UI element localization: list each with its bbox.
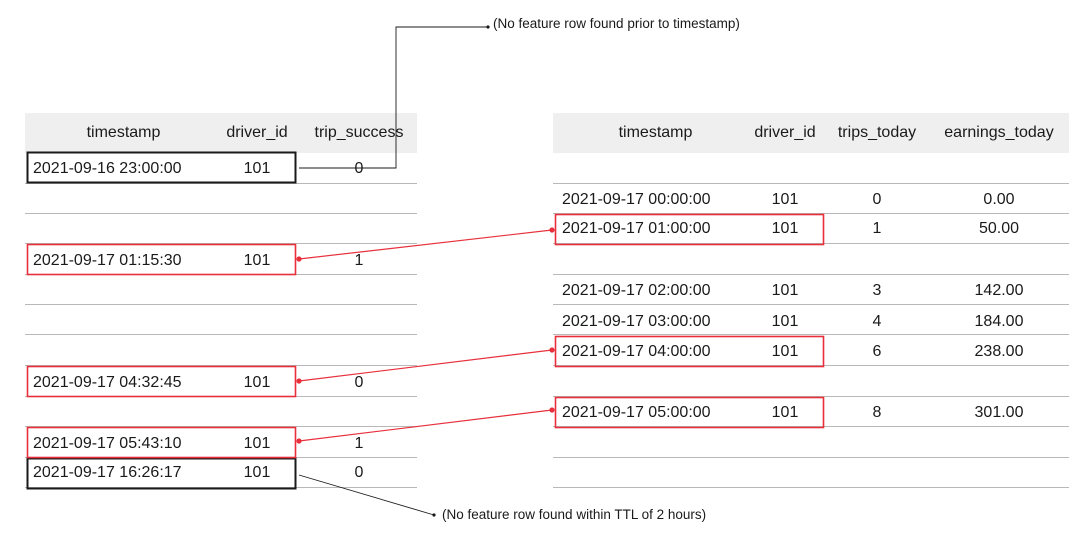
right-row-rule xyxy=(553,213,1069,214)
match-connector-1-end-dot xyxy=(549,227,555,233)
left-row-2-driver-id: 101 xyxy=(243,252,271,269)
right-header-driver-id: driver_id xyxy=(754,124,816,141)
right-header-earnings-today: earnings_today xyxy=(944,124,1054,141)
right-row-rule xyxy=(553,304,1069,305)
right-row-5-timestamp: 2021-09-17 04:00:00 xyxy=(562,343,711,360)
right-row-6-trips-today: 8 xyxy=(872,404,882,421)
left-row-rule xyxy=(25,243,417,244)
right-row-1-trips-today: 0 xyxy=(872,191,882,208)
match-box-right-row-5 xyxy=(554,335,825,368)
right-row-2-driver-id: 101 xyxy=(771,220,799,237)
match-connector-1 xyxy=(298,229,553,260)
left-table-header xyxy=(25,113,417,153)
match-connector-2-start-dot xyxy=(296,378,302,384)
match-box-left-row-4 xyxy=(26,426,297,459)
right-row-3-trips-today: 3 xyxy=(872,282,882,299)
left-row-rule xyxy=(25,334,417,335)
right-header-trips-today: trips_today xyxy=(837,124,917,141)
right-row-4-timestamp: 2021-09-17 03:00:00 xyxy=(562,313,711,330)
right-row-rule xyxy=(553,487,1069,488)
left-row-rule xyxy=(25,365,417,366)
right-row-rule xyxy=(553,426,1069,427)
left-header-trip-success: trip_success xyxy=(314,124,404,141)
left-header-timestamp: timestamp xyxy=(86,124,161,141)
right-row-3-driver-id: 101 xyxy=(771,282,799,299)
left-header-driver-id: driver_id xyxy=(226,124,288,141)
right-row-6-earnings-today: 301.00 xyxy=(974,404,1024,421)
no-match-leader-bottom-dot xyxy=(432,513,436,517)
left-row-1-trip-success: 0 xyxy=(354,160,364,177)
left-row-3-trip-success: 0 xyxy=(354,374,364,391)
match-box-right-row-6 xyxy=(554,396,825,429)
left-row-3-timestamp: 2021-09-17 04:32:45 xyxy=(33,374,182,391)
match-connector-3-start-dot xyxy=(296,438,302,444)
no-match-box-left-row-1 xyxy=(26,151,297,184)
right-row-4-earnings-today: 184.00 xyxy=(974,313,1024,330)
right-row-2-trips-today: 1 xyxy=(872,220,882,237)
right-row-6-timestamp: 2021-09-17 05:00:00 xyxy=(562,404,711,421)
right-row-5-driver-id: 101 xyxy=(771,343,799,360)
right-row-2-earnings-today: 50.00 xyxy=(978,220,1020,237)
left-row-2-timestamp: 2021-09-17 01:15:30 xyxy=(33,252,182,269)
left-row-3-driver-id: 101 xyxy=(243,374,271,391)
no-match-leader-top-dot xyxy=(486,25,490,29)
no-match-box-left-row-5 xyxy=(26,457,297,490)
right-row-rule xyxy=(553,183,1069,184)
right-row-rule xyxy=(553,243,1069,244)
match-box-left-row-3 xyxy=(26,365,297,398)
right-row-rule xyxy=(553,274,1069,275)
match-connector-2 xyxy=(298,349,553,382)
match-connector-3 xyxy=(298,409,553,442)
note-outside-ttl: (No feature row found within TTL of 2 ho… xyxy=(442,507,707,522)
left-row-4-trip-success: 1 xyxy=(354,435,364,452)
left-row-4-timestamp: 2021-09-17 05:43:10 xyxy=(33,435,182,452)
right-row-3-timestamp: 2021-09-17 02:00:00 xyxy=(562,282,711,299)
right-row-5-trips-today: 6 xyxy=(872,343,882,360)
left-row-5-timestamp: 2021-09-17 16:26:17 xyxy=(33,464,182,481)
left-row-1-timestamp: 2021-09-16 23:00:00 xyxy=(33,160,182,177)
match-box-right-row-2 xyxy=(554,213,825,246)
left-row-rule xyxy=(25,426,417,427)
match-connector-2-end-dot xyxy=(549,347,555,353)
right-row-rule xyxy=(553,396,1069,397)
no-match-leader-bottom xyxy=(298,474,435,516)
right-table-header xyxy=(553,113,1069,153)
right-row-rule xyxy=(553,457,1069,458)
note-no-prior-row: (No feature row found prior to timestamp… xyxy=(493,16,740,31)
right-row-3-earnings-today: 142.00 xyxy=(974,282,1024,299)
right-row-2-timestamp: 2021-09-17 01:00:00 xyxy=(562,220,711,237)
right-header-timestamp: timestamp xyxy=(618,124,693,141)
match-connector-3-end-dot xyxy=(549,407,555,413)
left-row-2-trip-success: 1 xyxy=(354,252,364,269)
right-row-rule xyxy=(553,334,1069,335)
right-row-4-driver-id: 101 xyxy=(771,313,799,330)
right-row-5-earnings-today: 238.00 xyxy=(974,343,1024,360)
left-row-5-driver-id: 101 xyxy=(243,464,271,481)
right-row-6-driver-id: 101 xyxy=(771,404,799,421)
match-box-left-row-2 xyxy=(26,243,297,276)
right-row-4-trips-today: 4 xyxy=(872,313,882,330)
left-row-4-driver-id: 101 xyxy=(243,435,271,452)
left-row-1-driver-id: 101 xyxy=(243,160,271,177)
left-row-rule xyxy=(25,304,417,305)
left-row-rule xyxy=(25,213,417,214)
left-row-5-trip-success: 0 xyxy=(354,464,364,481)
right-row-1-earnings-today: 0.00 xyxy=(983,191,1015,208)
no-match-leader-top xyxy=(299,26,488,169)
right-row-1-driver-id: 101 xyxy=(771,191,799,208)
right-row-1-timestamp: 2021-09-17 00:00:00 xyxy=(562,191,711,208)
right-row-rule xyxy=(553,365,1069,366)
match-connector-1-start-dot xyxy=(296,256,302,262)
